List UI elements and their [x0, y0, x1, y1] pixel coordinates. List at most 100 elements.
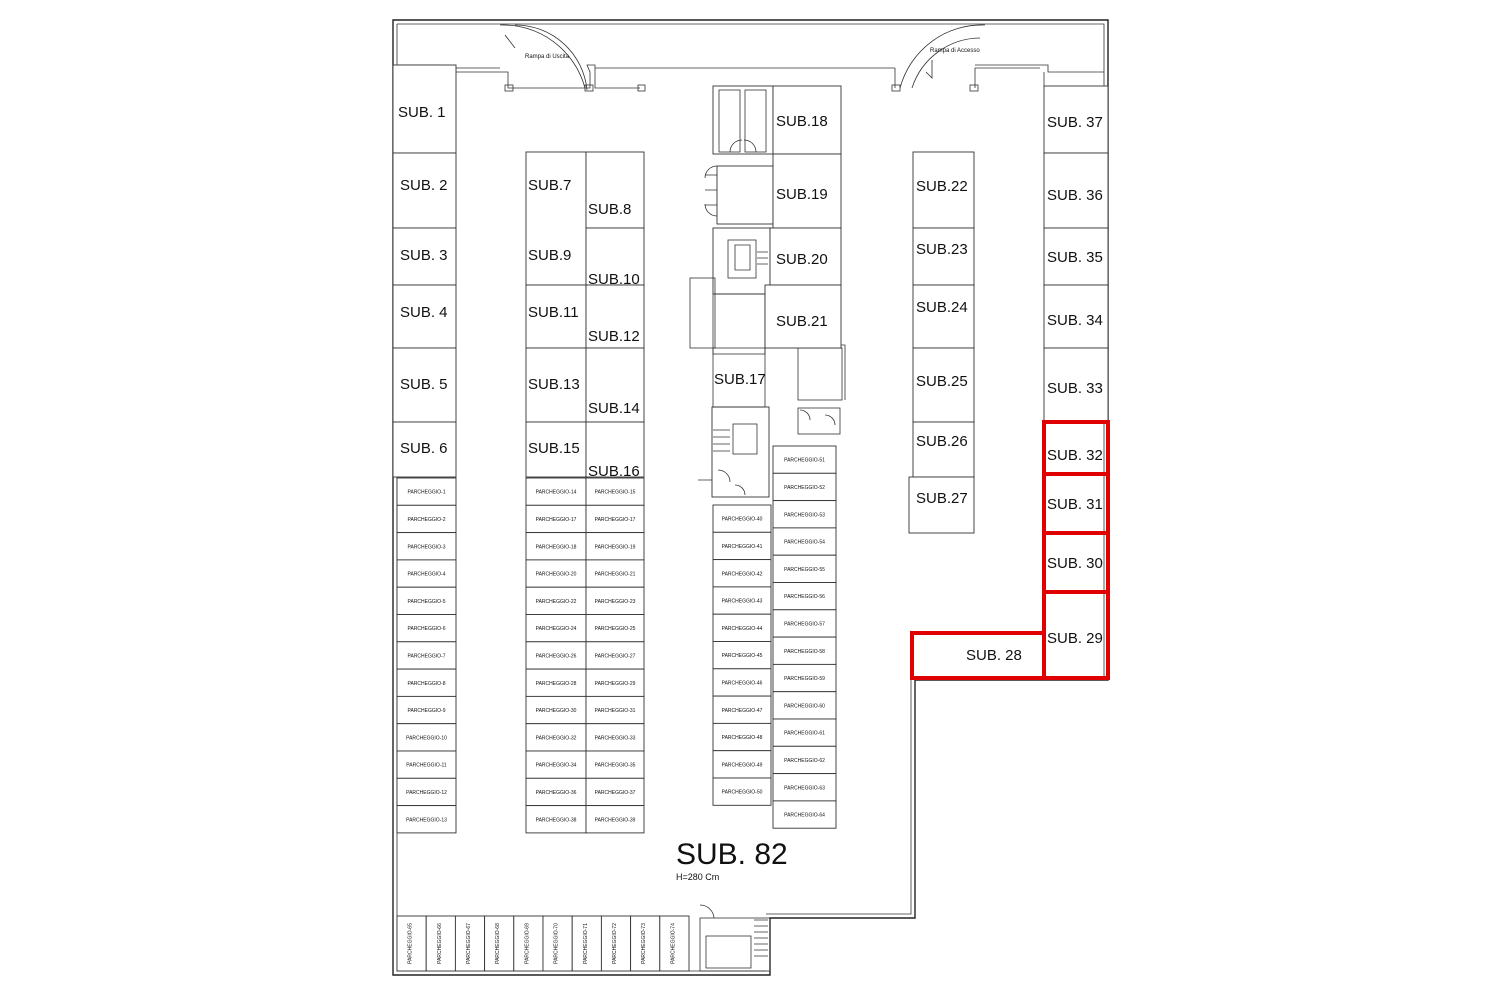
parking-stall-label: PARCHEGGIO-70: [554, 923, 560, 964]
parking-stall-label: PARCHEGGIO-71: [583, 923, 589, 964]
parking-stall: [525, 504, 587, 534]
parking-stall-label: PARCHEGGIO-30: [536, 708, 577, 714]
unit-sub8: SUB.8: [588, 201, 631, 218]
unit-sub19: SUB.19: [776, 186, 828, 203]
unit-sub16: SUB.16: [588, 463, 640, 480]
parking-stalls: PARCHEGGIO-1PARCHEGGIO-2PARCHEGGIO-3PARC…: [396, 445, 837, 972]
parking-stall: [585, 477, 645, 506]
unit-sub9: SUB.9: [528, 247, 571, 264]
unit-sub4: SUB. 4: [400, 304, 448, 321]
parking-stall: [585, 805, 645, 834]
parking-stall-label: PARCHEGGIO-60: [784, 703, 825, 709]
unit-sub11: SUB.11: [528, 304, 579, 321]
parking-stall-label: PARCHEGGIO-25: [595, 626, 636, 632]
parking-stall-label: PARCHEGGIO-11: [406, 763, 447, 769]
unit-sub24: SUB.24: [916, 299, 968, 316]
unit-sub27: SUB.27: [916, 490, 968, 507]
unit-sub32: SUB. 32: [1047, 447, 1103, 464]
unit-sub23: SUB.23: [916, 241, 968, 258]
parking-stall-label: PARCHEGGIO-72: [612, 923, 618, 964]
unit-sub21: SUB.21: [776, 313, 828, 330]
parking-stall-label: PARCHEGGIO-17: [536, 517, 577, 523]
parking-stall: [712, 586, 772, 615]
parking-stall: [772, 663, 837, 693]
parking-stall-label: PARCHEGGIO-29: [595, 681, 636, 687]
unit-sub36: SUB. 36: [1047, 187, 1103, 204]
parking-stall-label: PARCHEGGIO-8: [408, 681, 446, 687]
parking-stall-label: PARCHEGGIO-37: [595, 790, 636, 796]
ramp-exit: Rampa di Uscita: [499, 24, 588, 91]
parking-stall-label: PARCHEGGIO-55: [784, 567, 825, 573]
parking-stall-label: PARCHEGGIO-68: [495, 923, 501, 964]
parking-stall-label: PARCHEGGIO-24: [536, 626, 577, 632]
parking-stall-label: PARCHEGGIO-9: [408, 708, 446, 714]
parking-stall: [525, 641, 587, 670]
parking-stall-label: PARCHEGGIO-38: [536, 817, 577, 823]
parking-stall-label: PARCHEGGIO-2: [408, 517, 446, 523]
parking-stall: [396, 915, 427, 972]
parking-stall: [712, 504, 772, 533]
unit-sub17: SUB.17: [714, 371, 766, 388]
parking-stall: [712, 777, 772, 806]
parking-stall-label: PARCHEGGIO-34: [536, 763, 577, 769]
parking-stall: [772, 554, 837, 583]
unit-sub10: SUB.10: [588, 271, 640, 288]
unit-sub15: SUB.15: [528, 440, 580, 457]
parking-stall: [585, 641, 645, 670]
parking-stall: [396, 477, 457, 506]
parking-stall: [525, 668, 587, 697]
parking-stall-label: PARCHEGGIO-41: [722, 544, 763, 550]
parking-stall: [484, 915, 515, 972]
parking-stall: [712, 695, 772, 724]
parking-stall-label: PARCHEGGIO-32: [536, 735, 577, 741]
parking-stall-label: PARCHEGGIO-10: [406, 735, 447, 741]
parking-stall: [585, 723, 645, 752]
parking-stall: [396, 641, 457, 670]
parking-stall: [585, 614, 645, 643]
parking-stall-label: PARCHEGGIO-69: [524, 923, 530, 964]
parking-stall-label: PARCHEGGIO-39: [595, 817, 636, 823]
unit-sub6: SUB. 6: [400, 440, 448, 457]
parking-stall-label: PARCHEGGIO-63: [784, 785, 825, 791]
unit-sub22: SUB.22: [916, 178, 968, 195]
parking-stall: [712, 641, 772, 670]
parking-stall: [585, 532, 645, 561]
parking-stall: [525, 723, 587, 752]
parking-stall-label: PARCHEGGIO-28: [536, 681, 577, 687]
unit-sub18: SUB.18: [776, 113, 828, 130]
parking-stall-label: PARCHEGGIO-61: [784, 731, 825, 737]
parking-stall-label: PARCHEGGIO-40: [722, 517, 763, 523]
parking-stall: [712, 722, 772, 752]
parking-stall-label: PARCHEGGIO-7: [408, 653, 446, 659]
parking-stall-label: PARCHEGGIO-26: [536, 653, 577, 659]
parking-stall: [525, 532, 587, 561]
unit-sub30: SUB. 30: [1047, 555, 1103, 572]
parking-stall-label: PARCHEGGIO-12: [406, 790, 447, 796]
parking-stall: [396, 559, 457, 588]
parking-stall: [454, 915, 486, 972]
parking-stall: [772, 718, 837, 747]
parking-stall-label: PARCHEGGIO-74: [670, 923, 676, 964]
parking-stall-label: PARCHEGGIO-27: [595, 653, 636, 659]
parking-stall-label: PARCHEGGIO-50: [722, 790, 763, 796]
parking-stall-label: PARCHEGGIO-65: [408, 923, 414, 964]
unit-sub1-box: [392, 64, 457, 154]
parking-stall: [513, 915, 544, 972]
unit-sub3: SUB. 3: [400, 247, 448, 264]
parking-stall-label: PARCHEGGIO-73: [641, 923, 647, 964]
ramp-access: Rampa di Accesso: [899, 24, 986, 89]
parking-stall: [772, 500, 837, 529]
parking-stall: [525, 805, 587, 834]
main-area-label: SUB. 82: [676, 838, 788, 871]
unit-sub12: SUB.12: [588, 328, 640, 345]
parking-stall-label: PARCHEGGIO-62: [784, 758, 825, 764]
building-outline: [392, 19, 1109, 976]
parking-stall-label: PARCHEGGIO-52: [784, 485, 825, 491]
parking-stall: [571, 915, 602, 972]
parking-stall: [396, 750, 457, 779]
parking-stall-label: PARCHEGGIO-42: [722, 571, 763, 577]
parking-stall-label: PARCHEGGIO-67: [466, 923, 472, 964]
ramp-access-label: Rampa di Accesso: [930, 48, 980, 54]
highlighted-units: [910, 420, 1110, 680]
